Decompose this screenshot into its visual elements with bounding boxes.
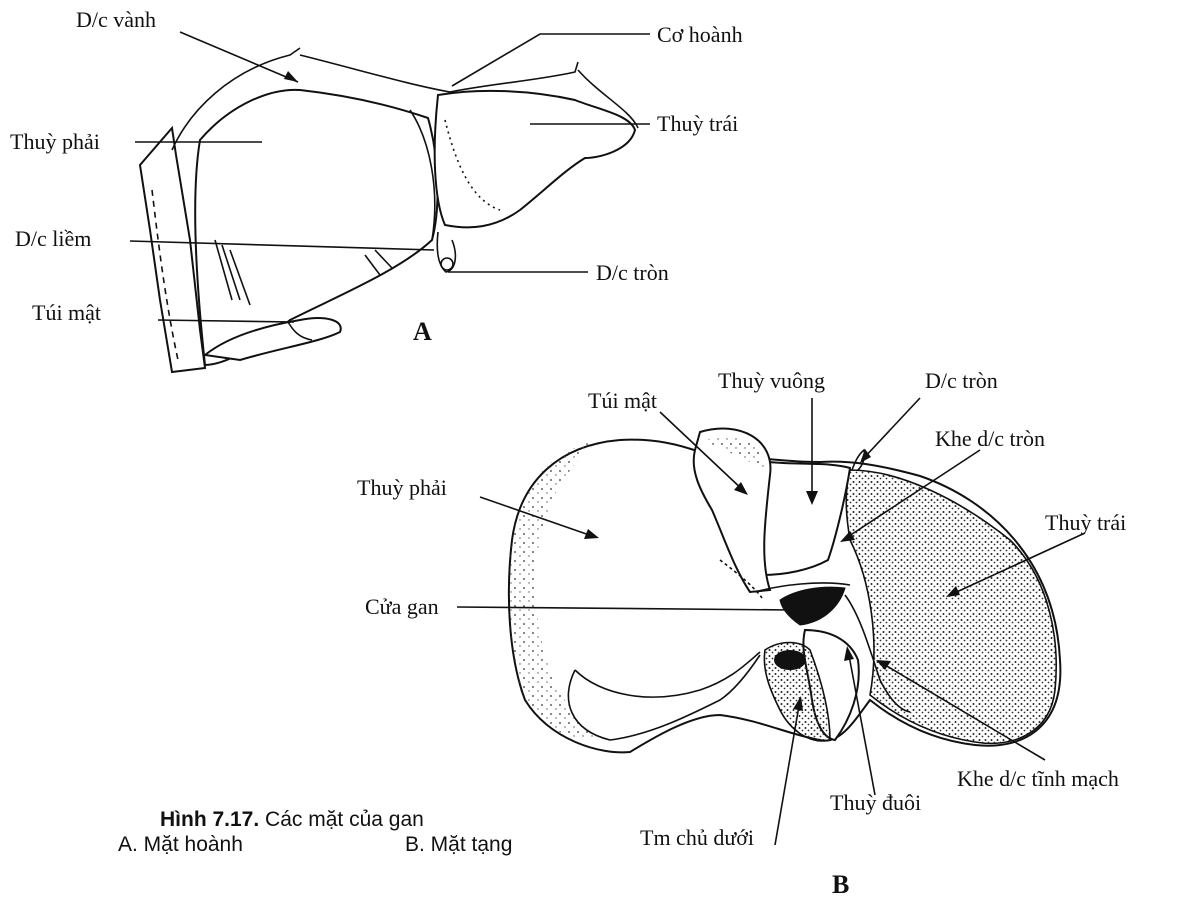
label-b-tui-mat: Túi mật (588, 388, 657, 413)
panel-a-drawing (140, 48, 638, 372)
label-a-co-hoanh: Cơ hoành (657, 22, 743, 47)
label-b-thuy-phai: Thuỳ phải (357, 475, 447, 500)
caption-sub-b: B. Mặt tạng (405, 833, 512, 857)
label-b-cua-gan: Cửa gan (365, 594, 439, 619)
label-a-thuy-phai: Thuỳ phải (10, 129, 100, 154)
label-a-dc-vanh: D/c vành (76, 7, 156, 32)
label-a-dc-tron: D/c tròn (596, 260, 669, 285)
label-b-thuy-duoi: Thuỳ đuôi (830, 790, 921, 815)
left-lobe-a (435, 91, 635, 228)
panel-a-letter: A (413, 317, 432, 346)
label-a-tui-mat: Túi mật (32, 300, 101, 325)
label-a-dc-liem: D/c liềm (15, 226, 91, 251)
label-b-tm-chu-duoi: Tm chủ dưới (640, 825, 754, 850)
label-b-thuy-vuong: Thuỳ vuông (718, 368, 825, 393)
caption-number: Hình 7.17. (160, 808, 259, 831)
label-b-khe-dc-tron: Khe d/c tròn (935, 426, 1045, 451)
panel-b-drawing (509, 429, 1061, 753)
caption-title: Các mặt của gan (265, 808, 424, 831)
label-b-thuy-trai: Thuỳ trái (1045, 510, 1126, 535)
caption-sub-a: A. Mặt hoành (118, 833, 243, 857)
figure-caption: Hình 7.17. Các mặt của gan (160, 808, 424, 832)
label-a-thuy-trai: Thuỳ trái (657, 111, 738, 136)
label-b-dc-tron: D/c tròn (925, 368, 998, 393)
panel-b-letter: B (832, 870, 849, 899)
label-b-khe-dc-tinh-mach: Khe d/c tĩnh mạch (957, 766, 1119, 791)
